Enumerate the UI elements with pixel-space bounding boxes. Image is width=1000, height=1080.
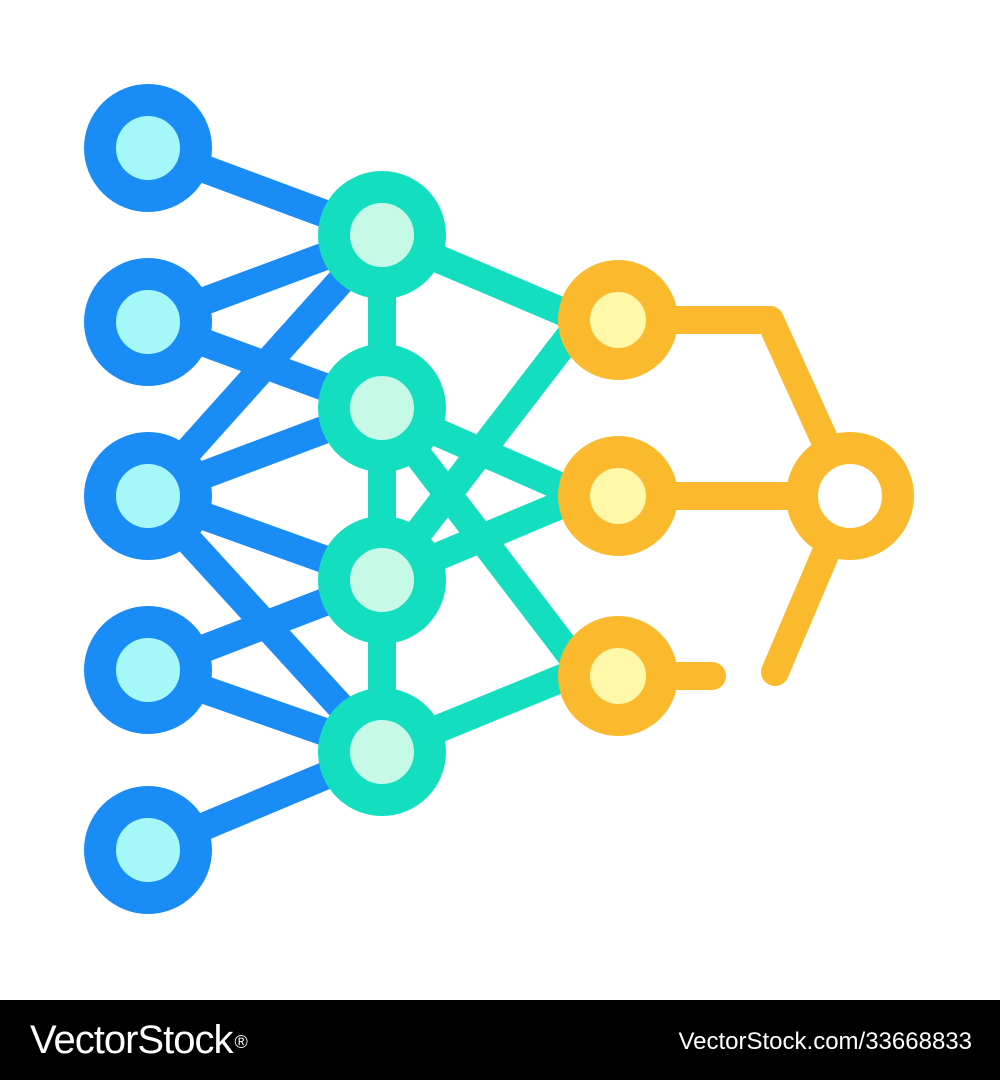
footer-bar: VectorStock® VectorStock.com/33668833: [0, 1000, 1000, 1080]
hidden-layer-connections: [368, 221, 596, 766]
output-layer-nodes: [558, 260, 678, 736]
hidden-node: [318, 688, 446, 816]
input-node: [84, 84, 212, 212]
output-node: [558, 616, 678, 736]
image-id-label: VectorStock.com/33668833: [678, 1028, 972, 1055]
input-node: [84, 258, 212, 386]
input-node: [84, 432, 212, 560]
input-layer-nodes: [84, 84, 212, 914]
hidden-node: [318, 344, 446, 472]
neural-network-icon: [84, 84, 914, 914]
hidden-node: [318, 171, 446, 299]
input-node: [84, 786, 212, 914]
final-output-node: [786, 432, 914, 560]
output-node: [558, 436, 678, 556]
input-node: [84, 606, 212, 734]
output-node: [558, 260, 678, 380]
hidden-node: [318, 516, 446, 644]
registered-mark: ®: [234, 1032, 247, 1052]
neural-network-illustration: [84, 84, 914, 914]
hidden-layer-nodes: [318, 171, 446, 816]
logo-text: VectorStock: [30, 1018, 233, 1062]
vectorstock-logo: VectorStock®: [30, 1016, 248, 1064]
